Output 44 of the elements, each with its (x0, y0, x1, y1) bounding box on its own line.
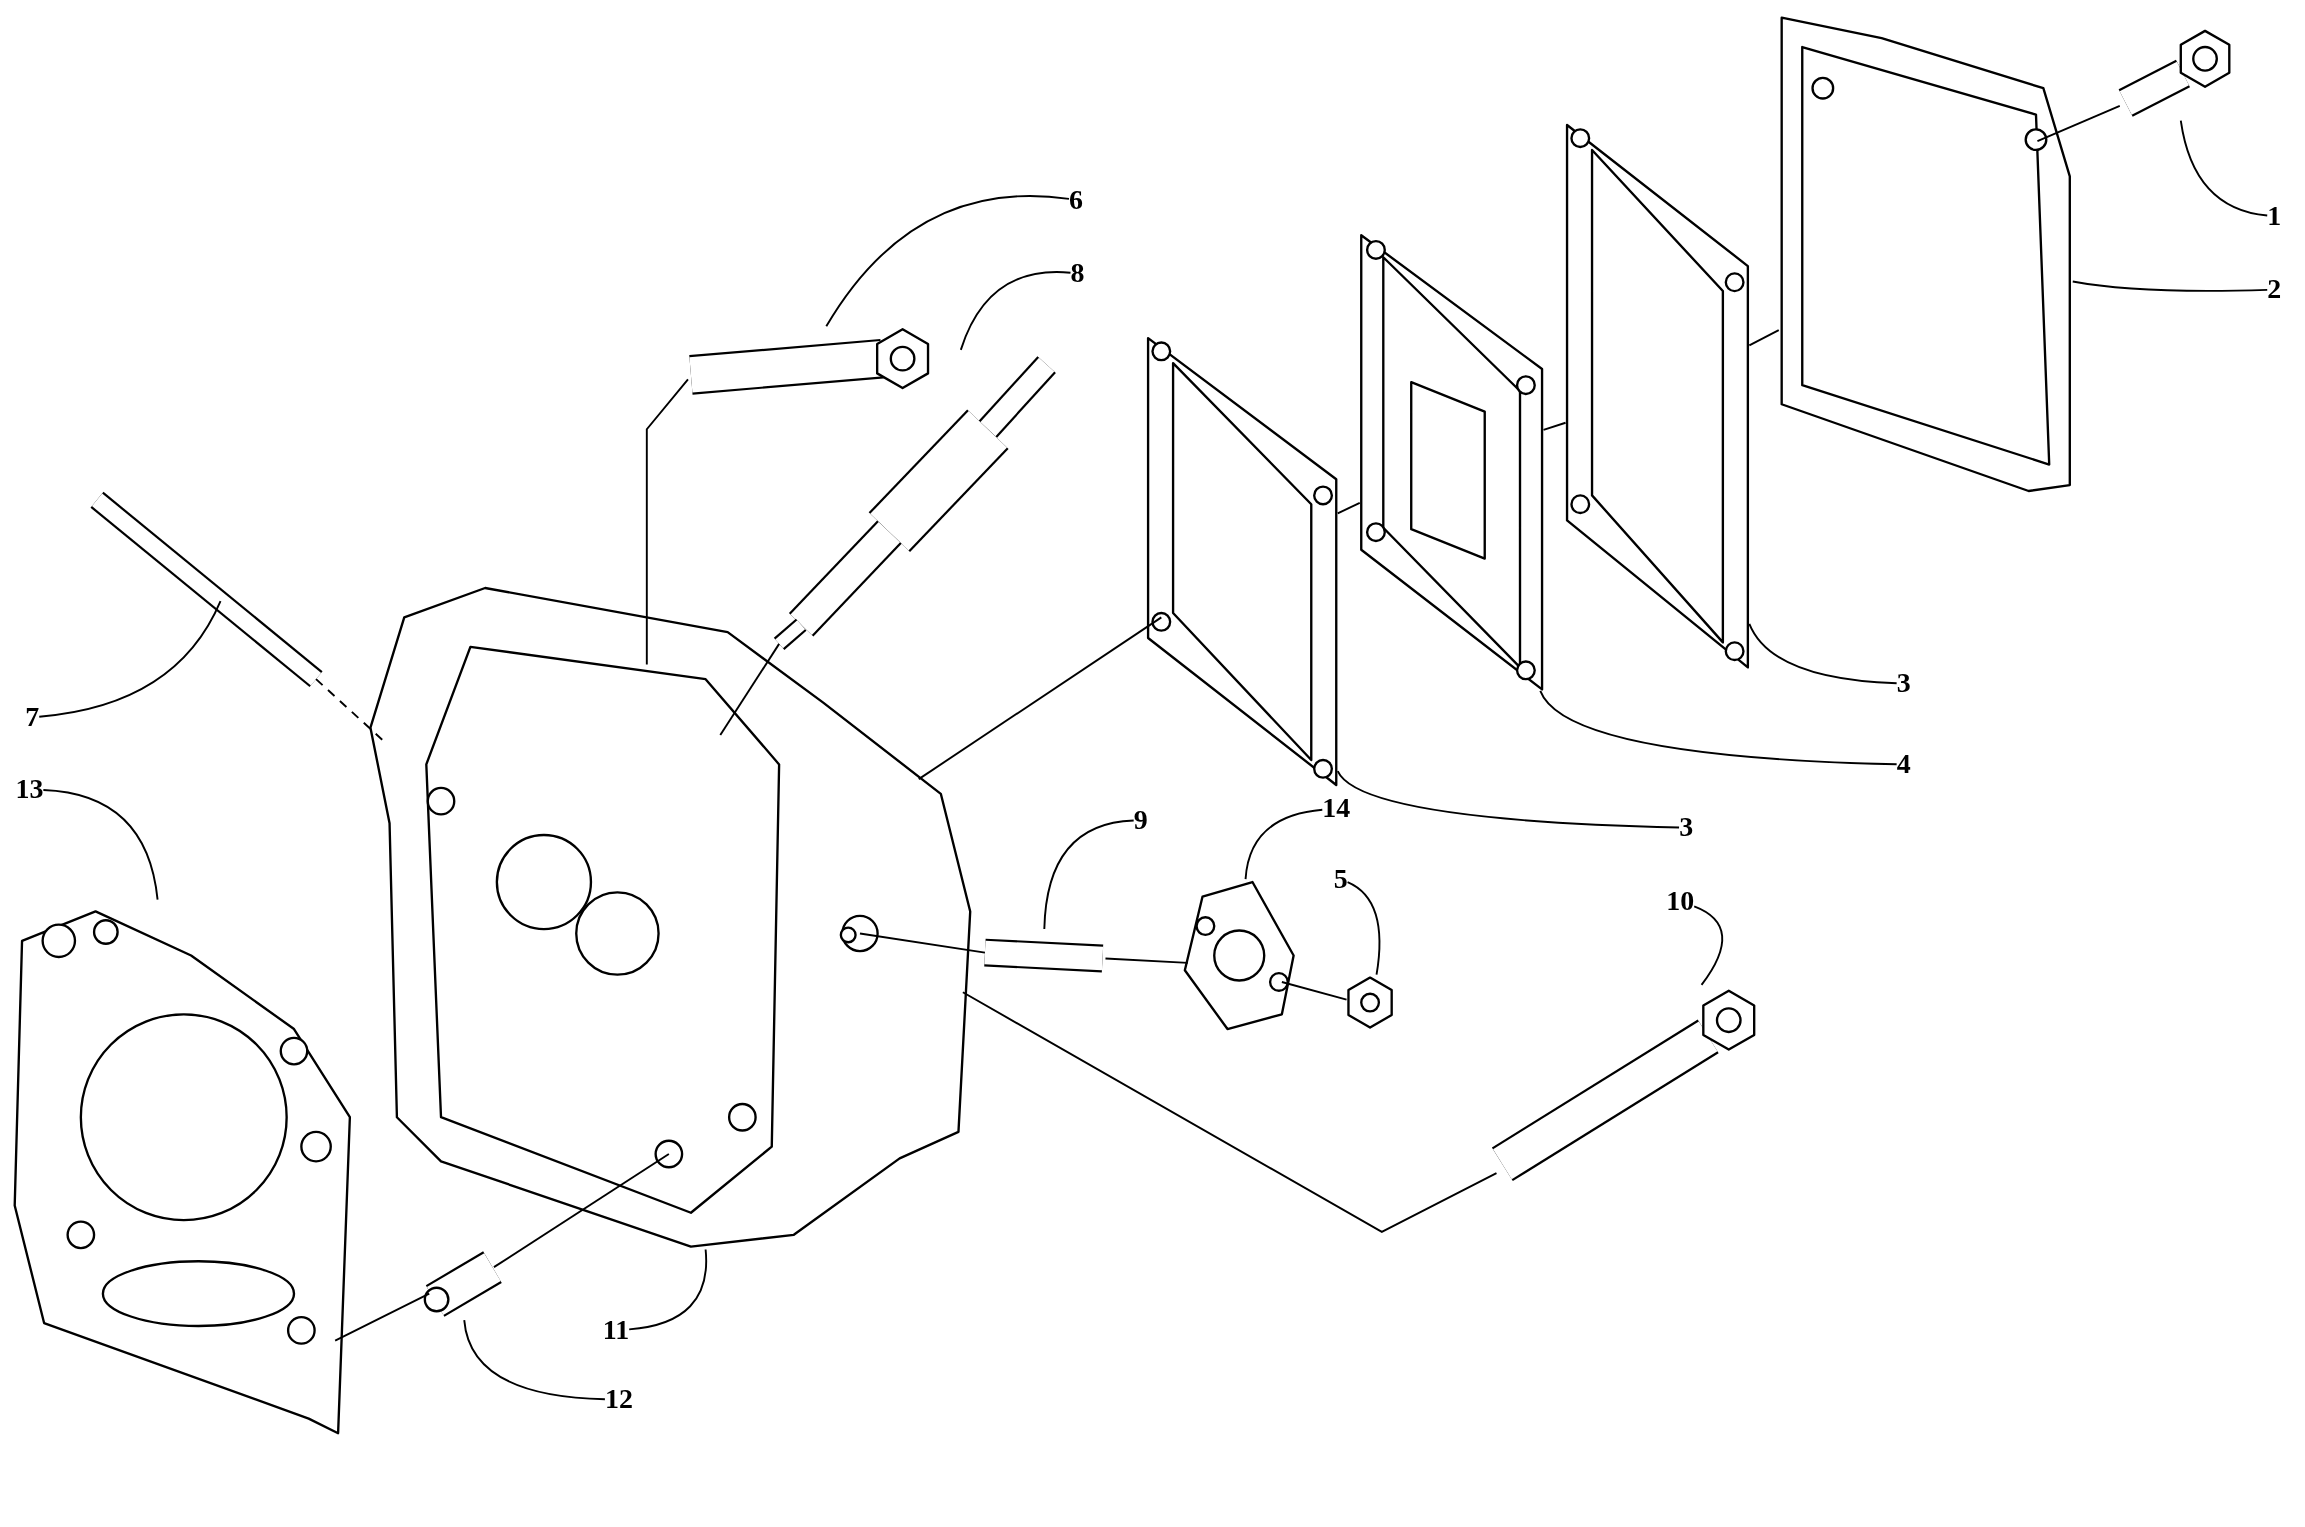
leader-line (959, 271, 1072, 351)
callout-number: 5 (1333, 864, 1348, 894)
assembly-line (917, 616, 1163, 781)
leader-line (38, 600, 222, 718)
leader-line (1539, 689, 1898, 766)
callout-number: 7 (25, 702, 40, 733)
leader-line (1346, 881, 1381, 976)
leader-line (628, 1248, 708, 1331)
callout-number: 12 (604, 1384, 633, 1415)
leader-line (1043, 819, 1135, 930)
assembly-line (2036, 104, 2121, 143)
assembly-line (645, 378, 689, 666)
leader-line (1748, 622, 1898, 685)
callout-number: 13 (15, 774, 44, 805)
leader-line (463, 1319, 606, 1401)
callout-number: 11 (602, 1315, 630, 1346)
assembly-line (1748, 329, 1780, 347)
leader-line (2071, 280, 2269, 292)
assembly-line (1280, 981, 1348, 1001)
leader-line (1336, 770, 1681, 829)
assembly-line (1336, 501, 1361, 515)
assembly-line (334, 1292, 431, 1342)
callout-number: 2 (2267, 274, 2282, 305)
assembly-line (719, 642, 781, 736)
callout-number: 1 (2267, 201, 2282, 231)
assembly-line (492, 1153, 670, 1269)
valve-cover-drawing (1778, 14, 2073, 493)
leader-line (1693, 905, 1724, 986)
leader-line (1244, 808, 1324, 881)
assembly-line (961, 991, 1498, 1233)
callout-number: 8 (1070, 258, 1085, 289)
callout-number: 3 (1679, 812, 1694, 843)
callout-number: 6 (1069, 185, 1084, 215)
callout-number: 9 (1133, 805, 1148, 835)
assembly-line (1104, 957, 1189, 964)
leader-line (42, 789, 159, 901)
callout-number: 3 (1896, 668, 1911, 699)
leader-line (825, 195, 1070, 328)
callout-number: 14 (1322, 793, 1351, 824)
assembly-line (1542, 421, 1567, 431)
leader-line (2179, 119, 2269, 217)
callout-number: 4 (1896, 749, 1911, 780)
assembly-line (859, 932, 986, 954)
callout-number: 10 (1666, 886, 1695, 916)
